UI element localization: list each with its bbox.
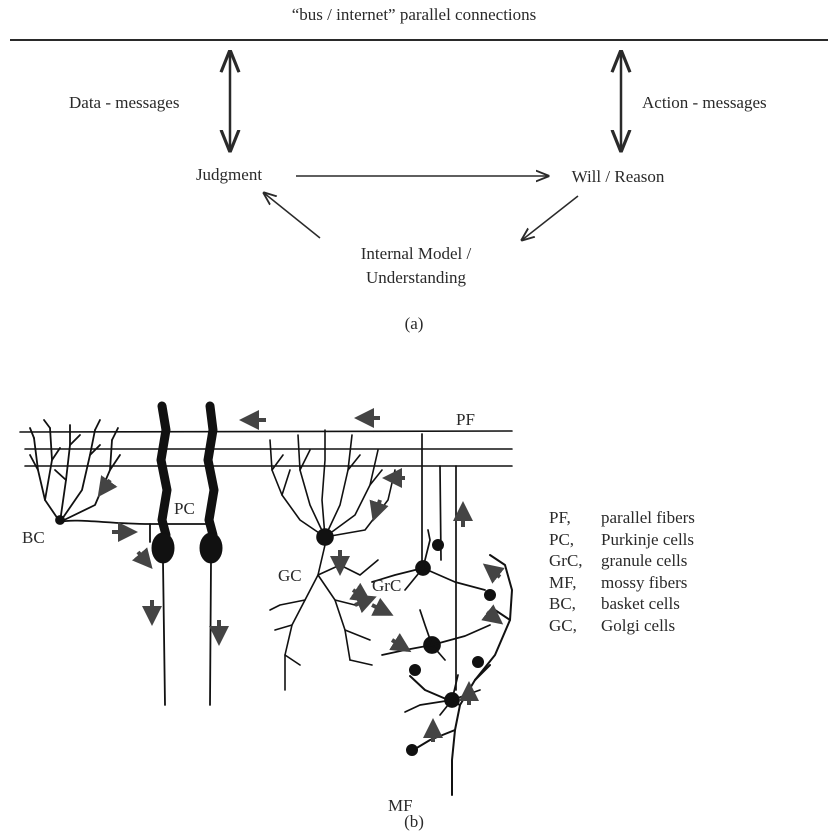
judgment-node: Judgment xyxy=(196,166,262,183)
legend-item-pf: PF, parallel fibers xyxy=(549,508,695,530)
bc-label: BC xyxy=(22,529,45,546)
legend-abbr: BC, xyxy=(549,594,601,616)
pc-label: PC xyxy=(174,500,195,517)
legend: PF, parallel fibers PC, Purkinje cells G… xyxy=(549,508,695,637)
pf-label: PF xyxy=(456,411,475,428)
bus-label: “bus / internet” parallel connections xyxy=(292,6,537,23)
action-messages-label: Action - messages xyxy=(642,94,767,111)
gc-label: GC xyxy=(278,567,302,584)
caption-b: (b) xyxy=(404,813,424,830)
legend-item-bc: BC, basket cells xyxy=(549,594,695,616)
legend-text: mossy fibers xyxy=(601,573,687,595)
golgi-cell xyxy=(270,430,395,690)
will-reason-node: Will / Reason xyxy=(572,168,665,185)
internal-model-line1: Internal Model / xyxy=(361,245,471,262)
legend-abbr: GrC, xyxy=(549,551,601,573)
internal-model-line2: Understanding xyxy=(366,269,466,286)
legend-text: Golgi cells xyxy=(601,616,675,638)
legend-text: granule cells xyxy=(601,551,687,573)
data-messages-label: Data - messages xyxy=(69,94,179,111)
caption-a: (a) xyxy=(405,315,424,332)
purkinje-cells xyxy=(152,406,222,705)
legend-abbr: PC, xyxy=(549,530,601,552)
legend-item-gc: GC, Golgi cells xyxy=(549,616,695,638)
legend-item-pc: PC, Purkinje cells xyxy=(549,530,695,552)
will-to-model-arrow xyxy=(522,196,578,240)
grc-label: GrC xyxy=(372,577,401,594)
legend-abbr: MF, xyxy=(549,573,601,595)
legend-abbr: PF, xyxy=(549,508,601,530)
legend-abbr: GC, xyxy=(549,616,601,638)
legend-text: Purkinje cells xyxy=(601,530,694,552)
mossy-fiber xyxy=(407,540,512,795)
legend-text: basket cells xyxy=(601,594,680,616)
model-to-judgment-arrow xyxy=(264,193,320,238)
legend-item-mf: MF, mossy fibers xyxy=(549,573,695,595)
legend-item-grc: GrC, granule cells xyxy=(549,551,695,573)
basket-cell xyxy=(30,420,210,542)
cerebellum-drawing xyxy=(20,406,512,795)
legend-text: parallel fibers xyxy=(601,508,695,530)
